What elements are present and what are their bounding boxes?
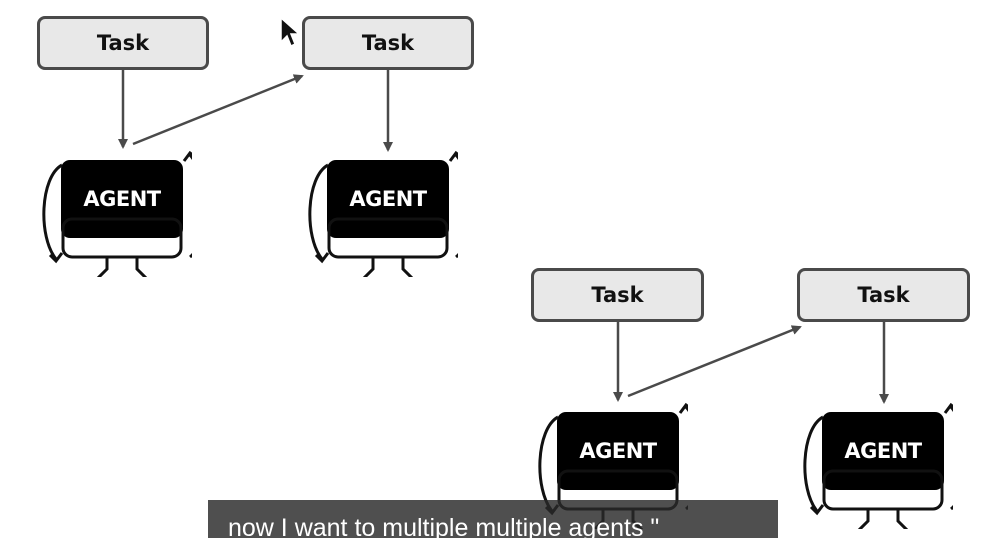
task-label: Task — [857, 283, 910, 307]
agent-label: AGENT — [579, 439, 657, 463]
loop-arrow-left-icon — [538, 415, 559, 512]
caption-bar: now I want to multiple multiple agents " — [208, 500, 778, 538]
caption-text: now I want to multiple multiple agents " — [228, 514, 660, 538]
task-label: Task — [591, 283, 644, 307]
task-box: Task — [302, 16, 474, 70]
loop-arrow-right-icon — [684, 405, 688, 511]
task-label: Task — [361, 31, 415, 55]
loop-arrow-right-icon — [454, 153, 458, 259]
loop-arrow-left-icon — [42, 163, 63, 260]
agent-node: AGENT — [308, 147, 458, 277]
task-box: Task — [37, 16, 209, 70]
computer-monitor-icon — [42, 150, 192, 277]
task-box: Task — [797, 268, 970, 322]
agent-node: AGENT — [42, 147, 192, 277]
loop-arrow-left-icon — [803, 415, 824, 512]
task-box: Task — [531, 268, 704, 322]
agent-label: AGENT — [83, 187, 161, 211]
loop-arrow-right-icon — [949, 405, 953, 511]
computer-monitor-icon — [308, 150, 458, 277]
computer-monitor-icon — [803, 402, 953, 529]
arrow-agent1-to-task2 — [132, 74, 304, 146]
task-label: Task — [96, 31, 150, 55]
loop-arrow-left-icon — [308, 163, 329, 260]
loop-arrow-right-icon — [188, 153, 192, 259]
arrow-agent3-to-task4 — [627, 325, 802, 398]
agent-label: AGENT — [349, 187, 427, 211]
agent-label: AGENT — [844, 439, 922, 463]
mouse-pointer-icon — [280, 16, 301, 48]
agent-node: AGENT — [803, 399, 953, 529]
